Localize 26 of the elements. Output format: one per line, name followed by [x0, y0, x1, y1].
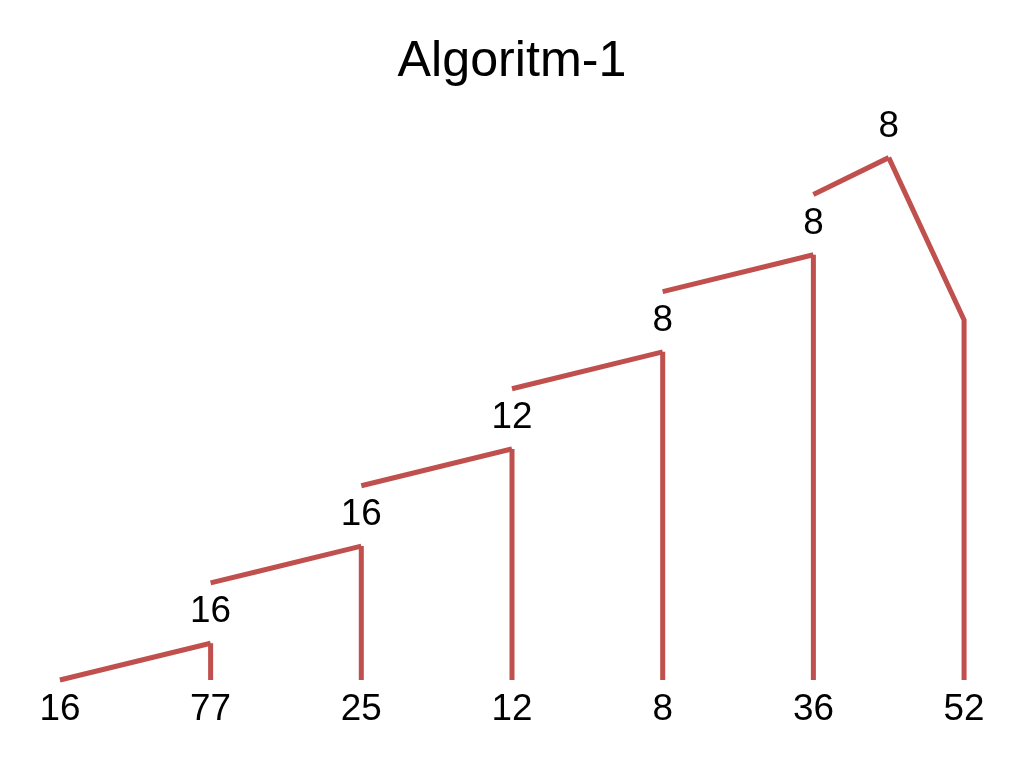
connector	[511, 348, 664, 391]
node-text: 8	[878, 103, 899, 145]
node-text: 52	[943, 686, 985, 728]
node-text: 8	[803, 200, 824, 242]
connector	[210, 543, 362, 585]
node-text: 16	[39, 686, 81, 728]
node-text: 36	[792, 686, 834, 728]
node-text: 8	[652, 686, 673, 728]
connector	[810, 254, 816, 680]
connector	[662, 251, 814, 294]
connector	[509, 448, 515, 680]
connector	[358, 545, 364, 680]
node-text: 12	[491, 394, 533, 436]
diagram-title: Algoritm-1	[397, 30, 627, 87]
connector	[360, 446, 513, 488]
connector	[59, 640, 212, 682]
connector	[886, 156, 967, 680]
node-text: 77	[190, 686, 232, 728]
node-text: 16	[190, 588, 232, 630]
connector	[812, 154, 890, 197]
connector	[660, 351, 666, 680]
node-text: 8	[652, 297, 673, 339]
node-text: 25	[340, 686, 382, 728]
node-text: 12	[491, 686, 533, 728]
node-text: 16	[340, 491, 382, 533]
connector	[208, 642, 214, 680]
